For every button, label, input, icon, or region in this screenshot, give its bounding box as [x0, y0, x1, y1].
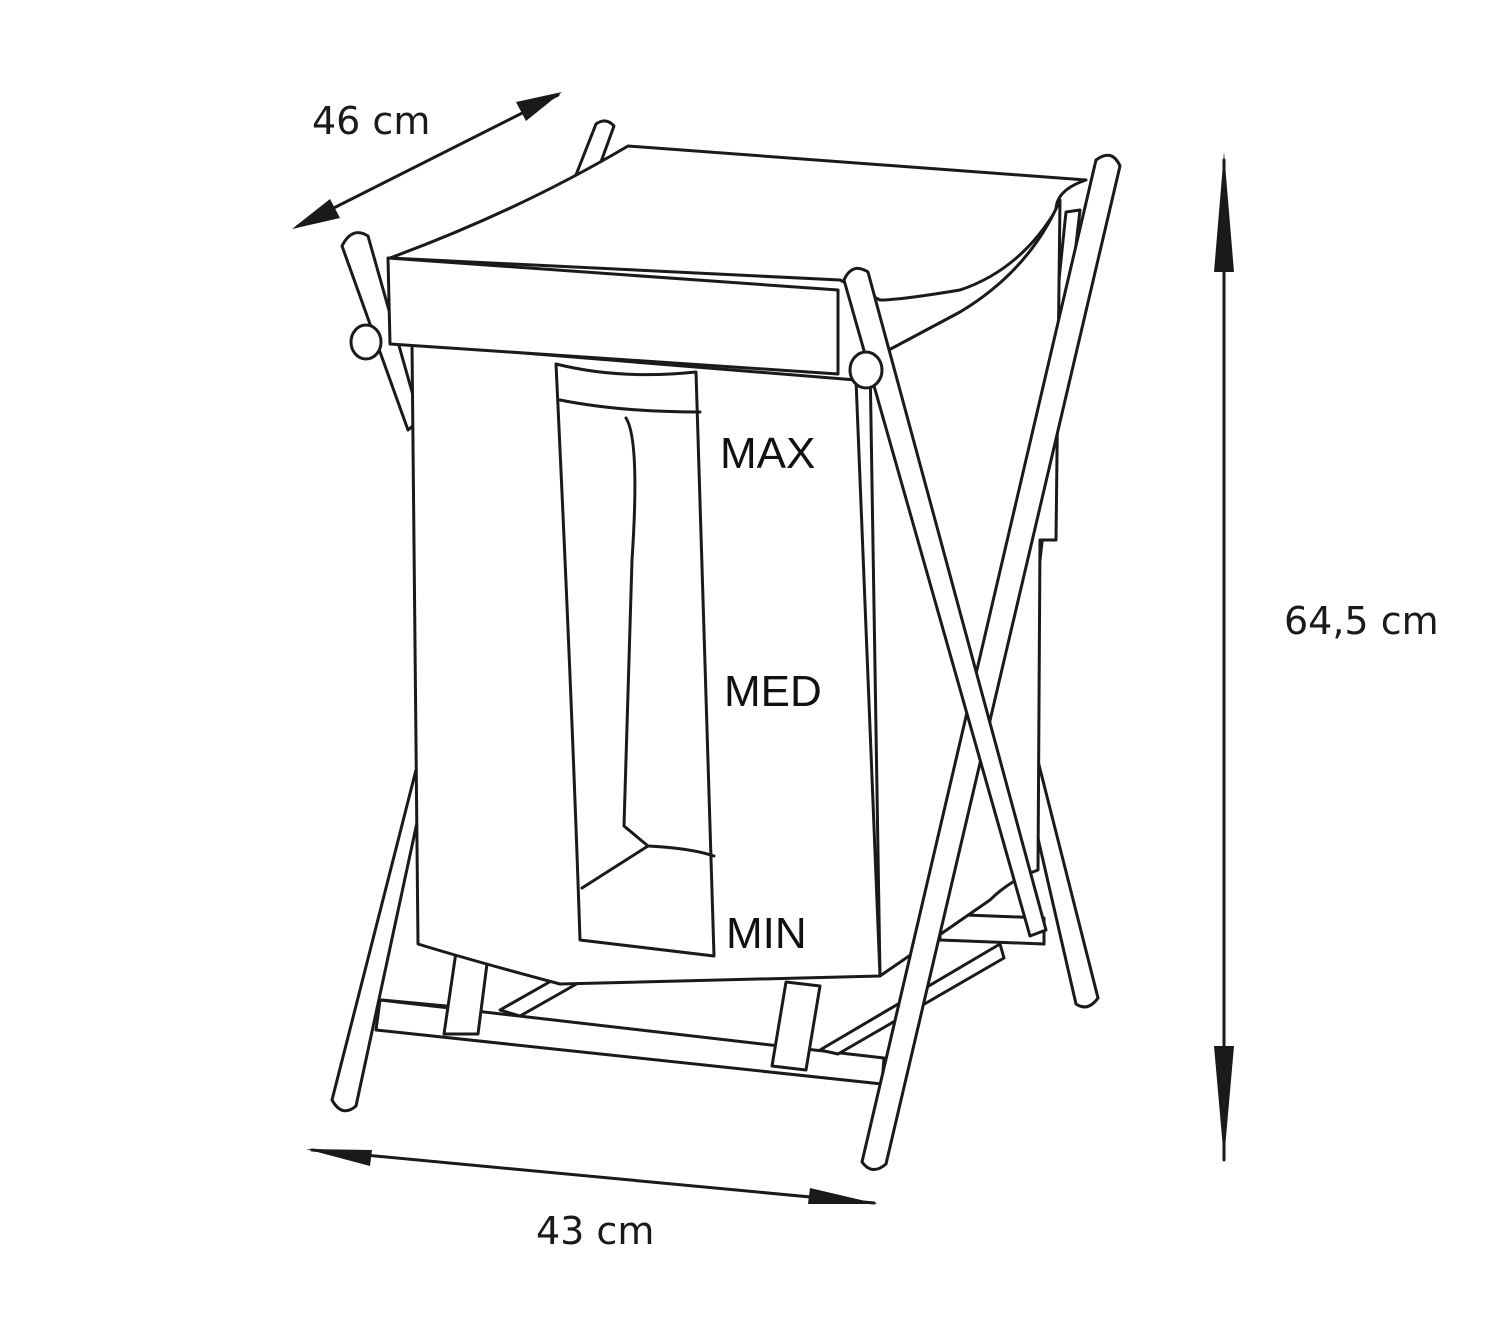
fill-level-markers: MAX MED MIN: [720, 429, 822, 958]
height-arrow-top: [1214, 152, 1234, 272]
left-frame: [330, 231, 426, 1113]
width-label: 43 cm: [536, 1209, 654, 1253]
laundry-bag: [388, 144, 1088, 986]
base-rails: [374, 942, 1006, 1086]
height-arrow-bottom: [1214, 1046, 1234, 1160]
top-rim: [386, 256, 840, 376]
fill-level-max: MAX: [720, 429, 815, 478]
depth-dimension: 46 cm: [292, 92, 562, 229]
fill-level-med: MED: [724, 667, 822, 716]
height-label: 64,5 cm: [1284, 599, 1439, 643]
right-frame: [842, 153, 1122, 1171]
depth-arrow-left: [292, 199, 340, 229]
height-dimension: 64,5 cm: [1214, 152, 1439, 1162]
depth-label: 46 cm: [312, 99, 430, 143]
fill-level-min: MIN: [726, 909, 807, 958]
depth-arrow-right: [516, 92, 562, 121]
width-dimension: 43 cm: [306, 1148, 878, 1253]
left-hinge-knob: [349, 323, 383, 361]
width-arrow-left: [306, 1149, 372, 1166]
width-arrow-right: [808, 1188, 878, 1204]
right-hinge-knob: [848, 350, 884, 390]
